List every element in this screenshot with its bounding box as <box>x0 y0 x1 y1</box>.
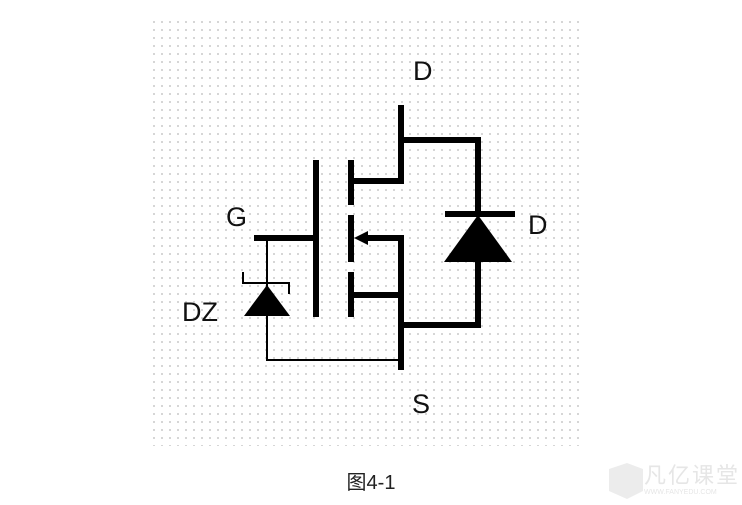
diode-wire-bottom <box>398 258 481 328</box>
logo-icon <box>609 463 643 499</box>
label-source: S <box>412 389 431 419</box>
label-drain: D <box>413 56 433 86</box>
zener-triangle <box>244 285 290 316</box>
label-zener: DZ <box>182 297 218 327</box>
diode-wire-top <box>401 137 481 215</box>
label-gate: G <box>226 202 248 232</box>
zener-wire <box>266 238 401 361</box>
figure-caption: 图4-1 <box>346 472 396 494</box>
zener-bar <box>242 272 290 294</box>
label-diode: D <box>528 210 548 240</box>
arrow-icon <box>354 231 368 245</box>
body-diode-triangle <box>444 215 512 262</box>
